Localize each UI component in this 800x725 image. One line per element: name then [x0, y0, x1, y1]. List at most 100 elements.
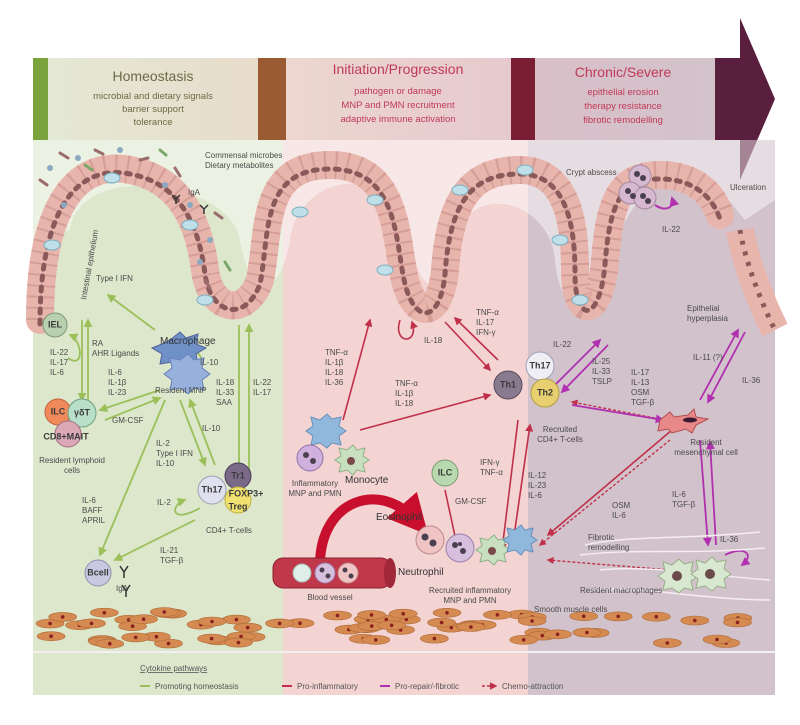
- label-recruited-cd4: Recruited: [543, 425, 577, 434]
- stage-title: Chronic/Severe: [575, 64, 672, 80]
- label-fibrotic-remodelling: remodelling: [588, 543, 629, 552]
- cell-monocyte: [334, 444, 370, 476]
- label-cytokine: IL-18: [395, 399, 414, 408]
- cell-mesenchymal: [657, 408, 710, 434]
- gut-lumen: [33, 140, 775, 313]
- progression-arrow-icon: [715, 18, 775, 180]
- stage-title: Homeostasis: [113, 68, 194, 84]
- fibrotic-fibres: [579, 531, 771, 601]
- label-ahr: AHR Ligands: [92, 349, 139, 358]
- fibrotic-arrows: [554, 328, 751, 567]
- arrow: [188, 398, 216, 466]
- label-iga-bottom: IgA: [116, 584, 129, 593]
- label-cytokine: IL-1β: [108, 378, 127, 387]
- label-cytokine: IL-6: [108, 368, 122, 377]
- legend-item-profibrotic: Pro-repair/-fibrotic: [380, 682, 459, 691]
- cell-bcell: Bcell: [84, 559, 112, 587]
- stage-line: therapy resistance: [584, 101, 662, 112]
- stage-banner: [33, 18, 775, 180]
- smooth-muscle-nucleus: [133, 635, 138, 640]
- label-ulceration: Ulceration: [730, 183, 766, 192]
- label-cytokine: OSM: [631, 388, 650, 397]
- smooth-muscle-nucleus: [445, 611, 449, 615]
- label-cytokine: IL-6: [612, 511, 626, 520]
- stage-line: fibrotic remodelling: [583, 115, 663, 126]
- stage-accent-homeostasis: [33, 58, 48, 140]
- label-cytokine: Type I IFN: [156, 449, 193, 458]
- cell-dc: [163, 353, 211, 395]
- smooth-muscle-nucleus: [654, 614, 659, 619]
- cell-th1: Th1: [493, 370, 523, 400]
- inflammatory-arrows: [342, 316, 673, 552]
- legend-label: Pro-repair/-fibrotic: [395, 682, 459, 691]
- label-dietary: Dietary metabolites: [205, 161, 273, 170]
- label-inflammatory-mnp: Inflammatory: [292, 479, 338, 488]
- cell-label: ILC: [438, 467, 453, 477]
- iga-antibody-top-icon: [171, 194, 209, 214]
- smooth-muscle-nucleus: [432, 636, 437, 641]
- arrow: [546, 429, 673, 537]
- stage-box-homeostasis: [48, 58, 258, 140]
- label-cytokine: TNF-α: [325, 348, 348, 357]
- cell-tr1: Tr1: [224, 462, 252, 490]
- arrow: [67, 333, 81, 362]
- label-cytokine: IFN-γ: [480, 458, 500, 467]
- blood-vessel: [272, 557, 396, 589]
- commensal-microbes: [38, 147, 232, 290]
- label-recruited-inflammatory: Recruited inflammatory: [429, 586, 511, 595]
- label-cytokine: IL-17: [253, 388, 272, 397]
- arrow: [98, 389, 161, 412]
- stage-homeostasis-text: Homeostasis microbial and dietary signal…: [93, 68, 213, 128]
- label-resident-lymphoid: Resident lymphoid: [39, 456, 105, 465]
- arrow: [560, 344, 609, 394]
- smooth-muscle-nucleus: [585, 630, 589, 635]
- cell-label: Bcell: [87, 567, 109, 577]
- cell-eosinophil: [415, 525, 445, 555]
- smooth-muscle-nucleus: [277, 621, 282, 626]
- label-cytokine: IL-33: [216, 388, 235, 397]
- smooth-muscle-nucleus: [245, 625, 250, 630]
- cell-inflammatory-mnp: [296, 413, 347, 472]
- smooth-muscle-nucleus: [89, 621, 94, 626]
- smooth-muscle-nucleus: [130, 624, 135, 628]
- smooth-muscle-nucleus: [693, 618, 697, 623]
- smooth-muscle-nucleus: [449, 625, 454, 630]
- smooth-muscle-nucleus: [335, 613, 340, 618]
- smooth-muscle-nucleus: [735, 620, 740, 625]
- label-cytokine: TGF-β: [672, 500, 696, 509]
- arrow: [498, 419, 519, 552]
- smooth-muscle-nucleus: [715, 637, 719, 642]
- label-il18: IL-18: [424, 336, 443, 345]
- smooth-muscle-nucleus: [401, 611, 406, 616]
- legend-label: Chemo-attraction: [502, 682, 563, 691]
- stage-accent-initiation: [258, 58, 286, 140]
- label-cytokine: TGF-β: [160, 556, 184, 565]
- smooth-muscle-nucleus: [234, 617, 239, 622]
- stage-line: barrier support: [122, 104, 184, 115]
- cell-neutrophil: [445, 533, 475, 563]
- smooth-muscle-nucleus: [374, 638, 378, 642]
- legend-item-proinflammatory: Pro-inflammatory: [282, 682, 358, 691]
- label-cytokine: APRIL: [82, 516, 106, 525]
- label-cytokine: IL-2: [156, 439, 170, 448]
- label-cytokine: IL-33: [592, 367, 611, 376]
- stage-line: MNP and PMN recruitment: [341, 100, 455, 111]
- label-smooth-muscle: Smooth muscle cells: [534, 605, 607, 614]
- label-cytokine: IL-22: [253, 378, 272, 387]
- label-macrophage: Macrophage: [160, 336, 216, 347]
- label-commensal: Commensal microbes: [205, 151, 282, 160]
- label-cytokine: TSLP: [592, 377, 612, 386]
- homeostasis-arrows: [67, 293, 254, 561]
- stage-initiation-text: Initiation/Progression pathogen or damag…: [333, 61, 464, 125]
- cell-resident-macrophages: [657, 556, 732, 594]
- label-cytokine: IFN-γ: [476, 328, 496, 337]
- label-il11: IL-11 (?): [693, 353, 723, 362]
- label-cytokine: TNF-α: [480, 468, 503, 477]
- arrow: [174, 498, 201, 516]
- label-resident-mesenchymal: Resident: [690, 438, 722, 447]
- smooth-muscle-nucleus: [581, 614, 586, 618]
- label-cd4-tcells: CD4+ T-cells: [206, 526, 252, 535]
- label-cytokine: TGF-β: [631, 398, 655, 407]
- smooth-muscle-cells: [35, 607, 753, 649]
- label-gmcsf: GM-CSF: [112, 416, 144, 425]
